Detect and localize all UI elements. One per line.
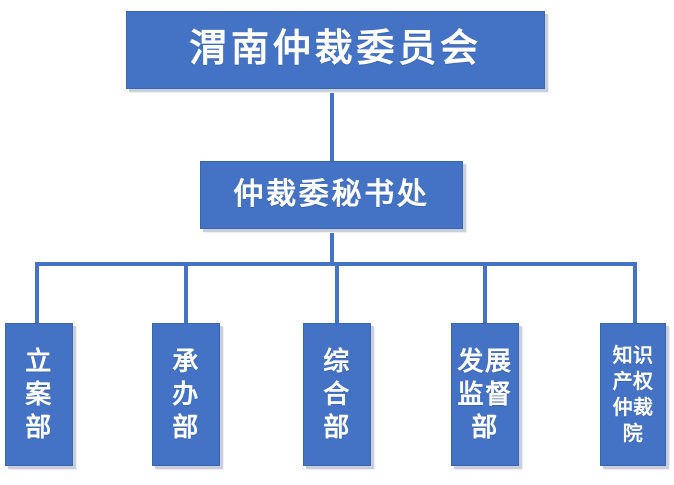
connector-secretariat-to-bus: [330, 227, 334, 266]
org-node-department-3[interactable]: 发展 监督 部: [451, 323, 519, 466]
org-node-department-2-label: 综 合 部: [323, 346, 351, 443]
org-node-root-label: 渭南仲裁委员会: [189, 28, 482, 71]
org-node-department-4-label: 知识 产权 仲裁 院: [612, 344, 654, 445]
org-node-department-1[interactable]: 承 办 部: [152, 323, 220, 466]
org-node-department-0-label: 立 案 部: [25, 346, 53, 443]
connector-bus-to-department-0: [35, 262, 39, 325]
connector-root-to-secretariat: [330, 88, 334, 163]
connector-bus-to-department-2: [335, 262, 339, 325]
connector-bus-to-department-3: [483, 262, 487, 325]
org-node-department-0[interactable]: 立 案 部: [5, 323, 73, 466]
org-node-secretariat[interactable]: 仲裁委秘书处: [200, 161, 463, 229]
connector-bus-to-department-1: [184, 262, 188, 325]
org-node-department-1-label: 承 办 部: [172, 346, 200, 443]
org-node-root[interactable]: 渭南仲裁委员会: [126, 11, 545, 89]
org-node-department-2[interactable]: 综 合 部: [303, 323, 371, 466]
org-node-secretariat-label: 仲裁委秘书处: [233, 178, 430, 212]
org-node-department-3-label: 发展 监督 部: [457, 346, 513, 443]
connector-bus-to-department-4: [633, 262, 637, 325]
org-node-department-4[interactable]: 知识 产权 仲裁 院: [600, 323, 666, 466]
